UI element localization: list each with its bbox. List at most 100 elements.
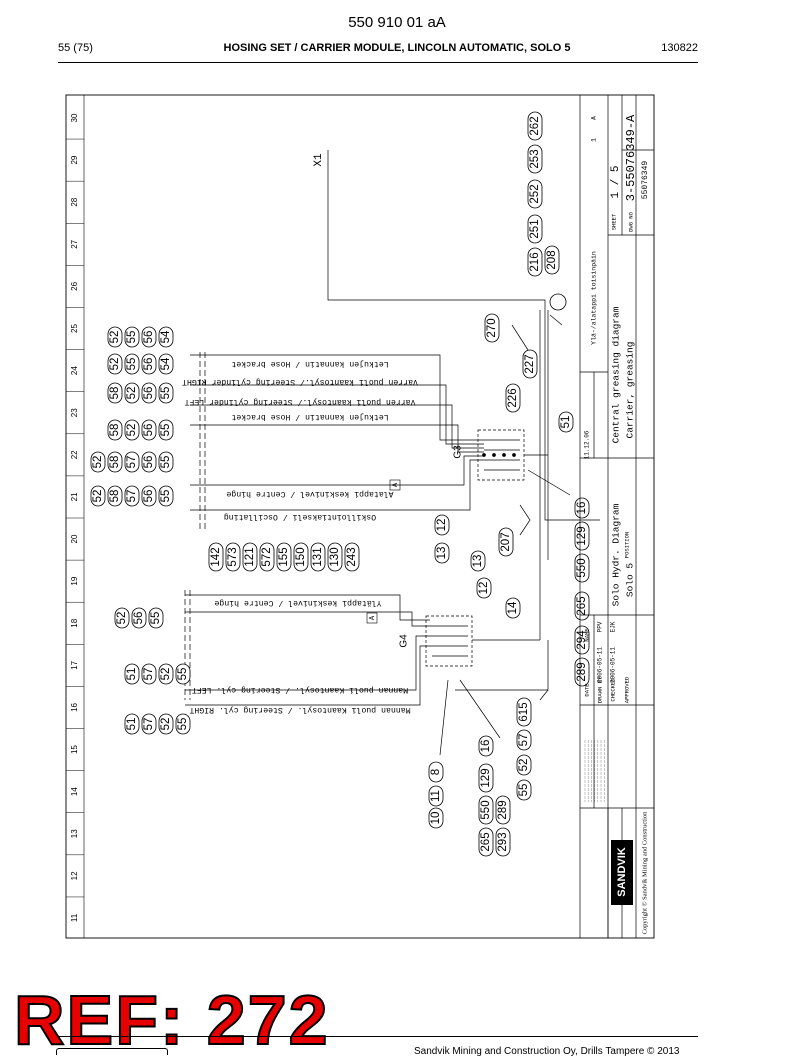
item-bubble: 142 [208,542,224,572]
leader-line [459,679,501,739]
item-bubble: 58 [107,451,123,473]
item-bubble: 14 [505,597,521,619]
item-bubble: 293 [495,827,511,857]
item-bubble: 572 [259,542,275,572]
bubble-number: 131 [312,547,324,566]
bubble-number: 573 [227,547,239,566]
bubble-number: 227 [524,354,536,373]
item-bubble: 10 [428,807,444,829]
item-bubble: 57 [141,713,157,735]
diagram-subtitle: Solo 5 [625,563,636,598]
g3-distributor [425,615,473,667]
bubble-number: 55 [160,387,172,400]
reference-stamp: REF: 272 [13,981,330,1059]
item-bubble: 56 [131,607,147,629]
bubble-number: 289 [497,800,509,819]
tb-label: DWG NO [627,211,634,232]
item-bubble: 216 [527,247,543,277]
sandvik-logo [611,840,633,905]
item-bubble: 54 [158,326,174,348]
grid-number: 17 [70,660,79,669]
hose-label: Letkujen kannatin / Hose bracket [231,359,388,369]
revision-number: 1 [591,138,598,142]
bubble-number: 52 [160,718,172,731]
item-bubble: 550 [574,553,590,583]
grid-number: 24 [70,366,79,375]
tb-name: EJK [610,621,617,632]
bubble-number: 55 [177,668,189,681]
bubble-number: 121 [244,547,256,566]
item-bubble: 11 [428,785,444,807]
item-bubble: 8 [428,761,444,783]
spool-dot [502,453,506,457]
item-bubble: 56 [141,451,157,473]
bubble-number: 129 [480,768,492,787]
valve-symbol [519,504,531,536]
item-bubble: 243 [344,542,360,572]
item-bubble: 55 [148,607,164,629]
tb-date: 2006-05-11 [597,647,604,683]
grid-number: 18 [70,618,79,627]
item-bubble: 155 [276,542,292,572]
bubble-number: 13 [472,555,484,568]
item-bubble: 51 [124,663,140,685]
tb-label: DRAWN BY [596,676,603,703]
bubble-number: 58 [109,490,121,503]
hose-label: Mannan puoli Kaantosyl. / Steering cyl. … [189,705,410,715]
bubble-number: 52 [126,387,138,400]
bubble-number: 252 [529,184,541,203]
bubble-number: 56 [143,424,155,437]
item-bubble: 58 [107,382,123,404]
tb-label: SHEET [610,213,617,230]
bubble-number: 57 [143,668,155,681]
bubble-number: 265 [480,832,492,851]
bubble-number: 57 [143,718,155,731]
bubble-number: 243 [346,547,358,566]
bubble-number: 265 [576,596,588,615]
bubble-number: 55 [518,784,530,797]
item-bubble: 129 [574,521,590,551]
bubble-number: 52 [518,759,530,772]
bubble-number: 615 [518,702,530,721]
item-bubble: 52 [107,353,123,375]
item-bubble: 57 [124,485,140,507]
bubble-number: 208 [546,250,558,269]
spool-dot [512,453,516,457]
item-bubble: 270 [484,313,500,343]
item-bubble: 52 [114,607,130,629]
grid-number: 20 [70,534,79,543]
item-bubble: 226 [505,383,521,413]
item-bubble: 55 [516,779,532,801]
bubble-number: 58 [109,387,121,400]
hose-label: Ylätappi keskinivel / Centre hinge [214,598,381,608]
bubble-number: 54 [160,357,172,370]
bubble-number: 12 [478,582,490,595]
footer-rule [58,1036,698,1037]
item-bubble: 253 [527,144,543,174]
item-bubble: 57 [141,663,157,685]
sheet-title: Central greasing diagram [611,306,622,443]
header-rule [58,62,698,63]
bubble-number: 52 [92,456,104,469]
tb-label: POSITION [623,532,630,558]
item-bubble: 265 [478,827,494,857]
grid-number: 21 [70,492,79,501]
item-bubble: 262 [527,111,543,141]
item-bubble: 54 [158,353,174,375]
bubble-number: 550 [480,800,492,819]
bubble-number: 54 [160,330,172,343]
item-bubble: 56 [141,353,157,375]
sheet-number: 1 / 5 [610,165,622,198]
grid-number: 29 [70,155,79,164]
g4-label: G3 [453,445,464,459]
item-bubble: 52 [516,754,532,776]
copyright-side: Copyright © Sandvik Mining and Construct… [641,811,648,935]
item-bubble: 55 [158,451,174,473]
leader-line [539,689,549,701]
bubble-number: 262 [529,116,541,135]
item-bubble: 252 [527,179,543,209]
bubble-number: 57 [518,734,530,747]
connector-x1: X1 [313,153,325,167]
bubble-number: 142 [210,547,222,566]
